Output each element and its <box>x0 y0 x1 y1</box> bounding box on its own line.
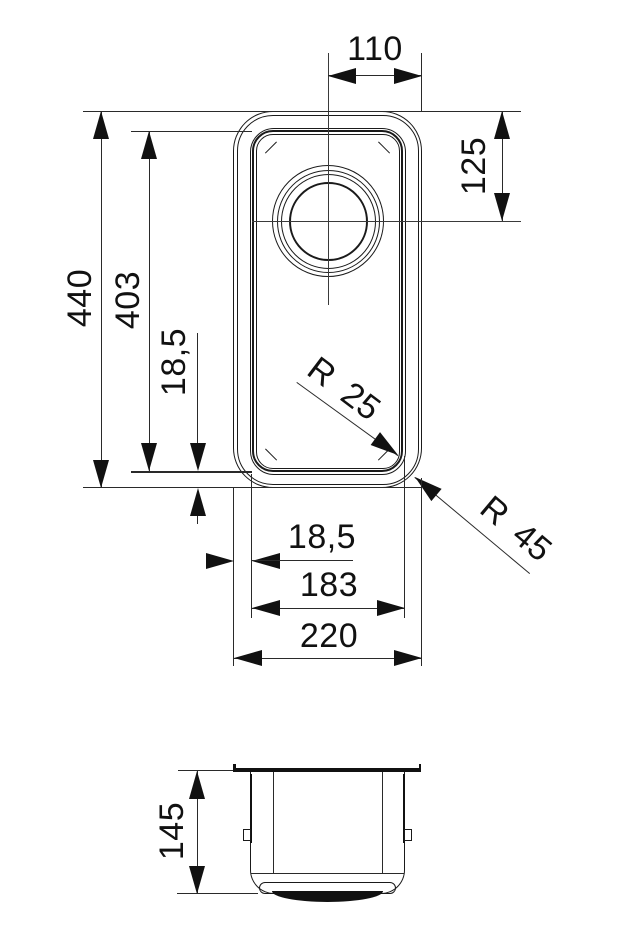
side-view-inner-wall-right <box>381 772 383 873</box>
dim-403-label: 403 <box>109 270 147 330</box>
dim-18-5v-arrow-up <box>189 488 206 516</box>
dim-110-label: 110 <box>347 30 403 68</box>
dim-220-line <box>233 657 422 659</box>
dim-440-arrow-down <box>92 460 109 488</box>
dim-440-arrow-up <box>92 111 109 139</box>
dim-145-extension-top <box>178 770 233 772</box>
dim-125-line <box>501 111 503 221</box>
extension-bowl-right <box>404 456 406 618</box>
dim-403-extension-bottom <box>131 470 252 473</box>
dim-403-extension-top <box>131 130 252 132</box>
dim-183-arrow-left <box>251 599 280 616</box>
dim-403-line <box>148 131 150 471</box>
side-view-flange-cap-left <box>233 764 236 772</box>
dim-403-arrow-down <box>140 443 157 471</box>
side-view-wall-right-thick <box>402 774 406 843</box>
side-view-inner-wall-left <box>272 772 274 873</box>
side-view-flange <box>233 768 421 772</box>
dim-145-extension-bottom <box>177 893 258 895</box>
dim-18-5v-tail-top <box>197 333 199 445</box>
extension-top-edge <box>83 110 521 112</box>
dim-440-label: 440 <box>61 268 99 328</box>
dim-145-arrow-down <box>188 866 205 894</box>
dim-18-5v-tail-bottom <box>197 516 199 524</box>
extension-bowl-left <box>251 474 253 618</box>
dim-145-line <box>196 771 198 894</box>
dim-125-arrow-down <box>493 193 510 221</box>
drain-centerline-horizontal <box>252 220 521 222</box>
dim-183-label: 183 <box>299 566 359 604</box>
dim-18-5h-line <box>251 560 353 562</box>
dim-403-arrow-up <box>140 131 157 159</box>
dim-110-line <box>328 75 422 77</box>
dim-183-line <box>251 607 405 609</box>
dim-125-label: 125 <box>455 136 493 196</box>
side-view-wall-left-thick <box>249 774 253 843</box>
dim-110-arrow-right <box>394 67 422 84</box>
dim-220-label: 220 <box>299 617 359 655</box>
side-view-drain-dome <box>272 891 383 902</box>
dim-18-5v-arrow-down <box>189 443 206 471</box>
side-view-clip-right <box>404 829 412 841</box>
side-view-bottom-inner-line <box>251 872 404 874</box>
side-view-clip-left <box>243 829 251 841</box>
dim-18-5h-arrow-right <box>205 552 234 569</box>
dim-125-arrow-up <box>493 111 510 139</box>
extension-outer-left <box>233 488 235 666</box>
dim-145-arrow-up <box>188 771 205 799</box>
dim-110-arrow-left <box>328 67 356 84</box>
dim-183-arrow-right <box>376 599 405 616</box>
dim-18-5v-label: 18,5 <box>155 327 193 397</box>
r45-label: R 45 <box>472 488 560 570</box>
extension-outer-right <box>421 478 423 666</box>
side-view-flange-cap-right <box>418 764 421 772</box>
drain-centerline-vertical <box>327 53 329 305</box>
dim-145-label: 145 <box>153 801 191 861</box>
dim-440-line <box>100 111 102 488</box>
dim-220-arrow-right <box>393 649 422 666</box>
dim-220-arrow-left <box>233 649 262 666</box>
dim-18-5h-label: 18,5 <box>287 518 357 556</box>
